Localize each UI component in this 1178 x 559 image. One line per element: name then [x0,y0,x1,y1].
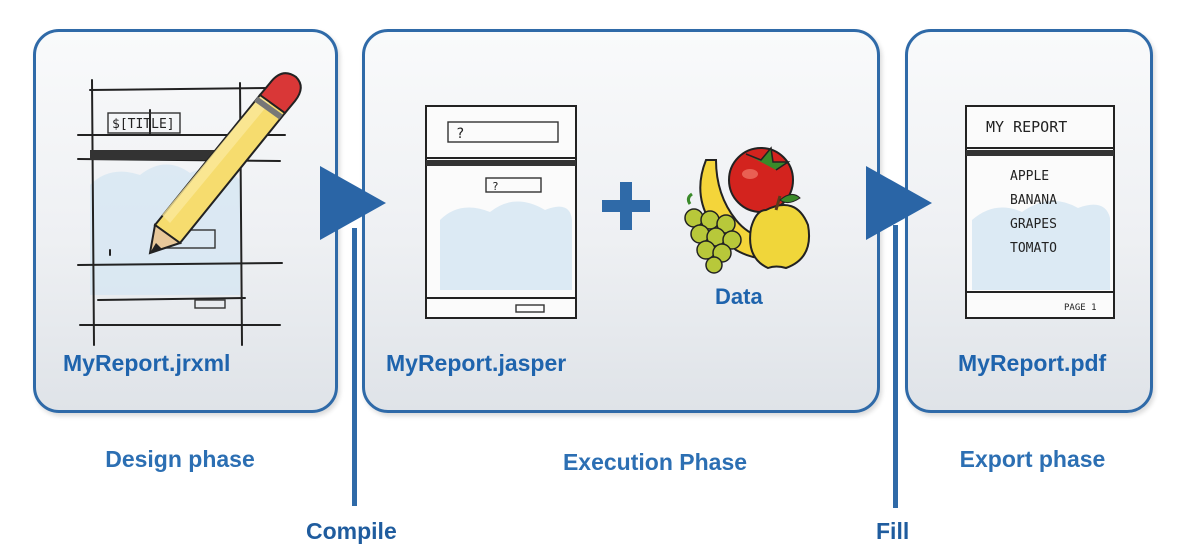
report-item-3: GRAPES [1010,217,1057,232]
arrow-right-icon [866,166,932,240]
design-file-label: MyReport.jrxml [63,350,231,376]
export-file-label: MyReport.pdf [958,350,1107,376]
jasper-sketch: ? ? [425,105,577,319]
fill-label: Fill [876,518,910,544]
design-phase-label: Design phase [105,446,255,472]
field-mark-1: ? [456,126,464,142]
design-sketch: $[TITLE] [77,72,302,346]
pencil-icon [148,72,302,255]
execution-file-label: MyReport.jasper [386,350,567,376]
compile-label: Compile [306,518,397,544]
export-phase-label: Export phase [959,446,1106,472]
execution-phase-label: Execution Phase [562,449,748,475]
report-title: MY REPORT [986,118,1067,136]
fill-stem [893,225,898,508]
pdf-sketch: MY REPORT APPLE BANANA GRAPES TOMATO PAG… [965,105,1115,319]
report-item-2: BANANA [1010,193,1057,208]
data-label: Data [715,284,763,309]
plus-icon [602,182,650,230]
fruit-icon [684,146,810,274]
sketch-title-text: $[TITLE] [112,117,175,132]
arrow-right-icon [320,166,386,240]
report-item-4: TOMATO [1010,241,1057,256]
field-mark-2: ? [492,180,499,193]
report-item-1: APPLE [1010,169,1049,184]
page-label: PAGE 1 [1064,303,1097,313]
compile-stem [352,228,357,506]
